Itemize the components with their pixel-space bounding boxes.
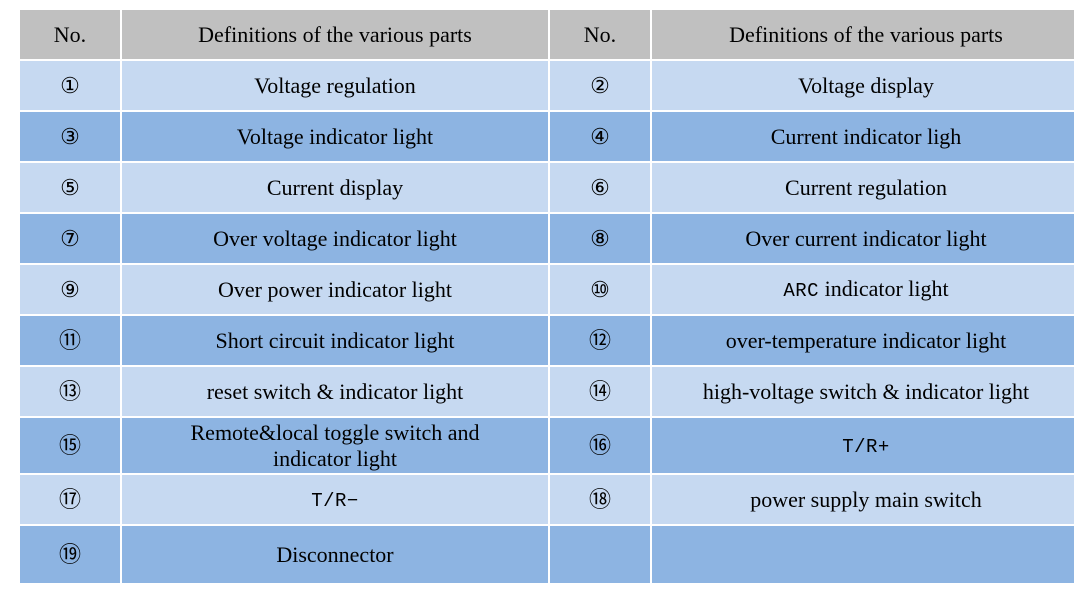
row-number-right: ⑧ [550,214,652,265]
row-definition-left: Over voltage indicator light [122,214,550,265]
row-number-left: ⑪ [20,316,122,367]
table-row: ⑪ Short circuit indicator light ⑫ over-t… [20,316,1074,367]
row-definition-right: Voltage display [652,61,1074,112]
row-number-right-empty [550,526,652,583]
row-number-right: ⑫ [550,316,652,367]
table-row: ③ Voltage indicator light ④ Current indi… [20,112,1074,163]
row-number-right: ⑱ [550,475,652,526]
row-number-right: ⑥ [550,163,652,214]
row-definition-left: T/R− [122,475,550,526]
row-number-left: ⑨ [20,265,122,316]
table-row: ⑲ Disconnector [20,526,1074,583]
table-row: ⑦ Over voltage indicator light ⑧ Over cu… [20,214,1074,265]
row-number-left: ① [20,61,122,112]
row-definition-right: ARC indicator light [652,265,1074,316]
row-number-left: ⑰ [20,475,122,526]
row-definition-right: Over current indicator light [652,214,1074,265]
column-header-no-right: No. [550,10,652,61]
row-definition-left: reset switch & indicator light [122,367,550,418]
row-definition-left: Disconnector [122,526,550,583]
table-body: ① Voltage regulation ② Voltage display ③… [20,61,1074,583]
column-header-definition-right: Definitions of the various parts [652,10,1074,61]
row-definition-left-line1: Remote&local toggle switch and [190,420,480,446]
row-number-left: ⑤ [20,163,122,214]
table-header-row: No. Definitions of the various parts No.… [20,10,1074,61]
row-definition-right: T/R+ [652,418,1074,475]
row-definition-left: Current display [122,163,550,214]
tr-plus-label: T/R+ [842,436,890,459]
table-row: ⑨ Over power indicator light ⑩ ARC indic… [20,265,1074,316]
row-number-right: ④ [550,112,652,163]
table-row: ⑰ T/R− ⑱ power supply main switch [20,475,1074,526]
row-definition-left-line2: indicator light [272,445,398,471]
row-definition-left: Short circuit indicator light [122,316,550,367]
arc-label: ARC [783,280,820,303]
table-header: No. Definitions of the various parts No.… [20,10,1074,61]
row-definition-left: Voltage regulation [122,61,550,112]
column-header-no-left: No. [20,10,122,61]
row-definition-right: Current indicator ligh [652,112,1074,163]
row-number-left: ③ [20,112,122,163]
row-number-left: ⑦ [20,214,122,265]
row-number-left: ⑲ [20,526,122,583]
row-definition-right: high-voltage switch & indicator light [652,367,1074,418]
row-number-left: ⑬ [20,367,122,418]
row-number-right: ⑯ [550,418,652,475]
column-header-definition-left: Definitions of the various parts [122,10,550,61]
row-definition-right: power supply main switch [652,475,1074,526]
row-number-right: ② [550,61,652,112]
row-definition-left: Over power indicator light [122,265,550,316]
table-row: ⑤ Current display ⑥ Current regulation [20,163,1074,214]
tr-minus-label: T/R− [311,490,359,513]
table-row: ⑬ reset switch & indicator light ⑭ high-… [20,367,1074,418]
table-row: ① Voltage regulation ② Voltage display [20,61,1074,112]
row-definition-right: Current regulation [652,163,1074,214]
parts-definition-table: No. Definitions of the various parts No.… [20,10,1074,583]
row-number-right: ⑭ [550,367,652,418]
row-definition-left: Voltage indicator light [122,112,550,163]
row-definition-right-text: indicator light [819,276,949,302]
row-number-right: ⑩ [550,265,652,316]
row-number-left: ⑮ [20,418,122,475]
row-definition-right: over-temperature indicator light [652,316,1074,367]
row-definition-right-empty [652,526,1074,583]
